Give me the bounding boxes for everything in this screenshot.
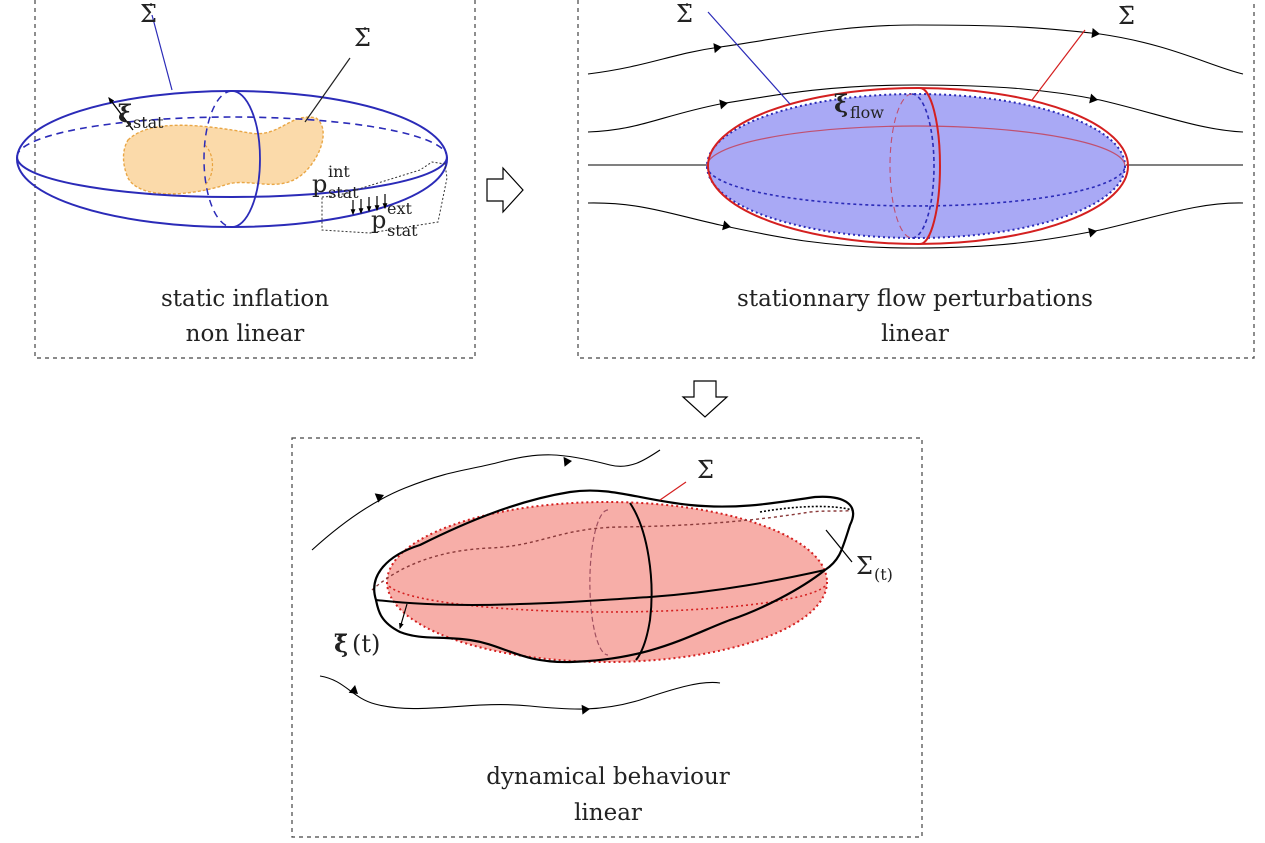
deformed-section (629, 502, 653, 661)
streamline (319, 675, 721, 710)
panel-frame (291, 437, 923, 838)
inner-section (204, 144, 214, 186)
p-ext-sub: stat (387, 221, 418, 240)
next-arrow-down (681, 380, 729, 418)
sigma-dot-label: Σ̇ (676, 0, 693, 28)
streamline (587, 84, 1244, 133)
deformed-section-back (889, 93, 913, 239)
sigma-t-leader (825, 529, 853, 563)
panel-frame (34, 0, 476, 359)
deformed-surface (706, 93, 1126, 239)
pressure-arrows (350, 194, 388, 216)
flow-arrowhead (1088, 227, 1097, 238)
sigma-bar-label: Σ̄ (1118, 2, 1135, 30)
deformed-back-equator (706, 125, 1126, 167)
panel-dynamic: Σ̄ Σ (t) ξ̄ (t) dynamical behaviour line… (291, 437, 923, 838)
sigma-bar-label: Σ̄ (697, 456, 714, 484)
streamline (587, 202, 1244, 249)
streamline (311, 449, 661, 551)
sigma-t-label: Σ (856, 552, 873, 580)
panel-flow: Σ̇ Σ̄ ξ flow stationnary flow perturbati… (577, 0, 1255, 359)
xi-flow-label: ξ (834, 89, 848, 118)
outer-section-back (203, 90, 233, 228)
p-int-base: p (312, 170, 327, 198)
sigma-outer-label: Σ̇ (140, 0, 157, 28)
xi-stat-arrow (108, 96, 134, 131)
flow-caption-line1: stationnary flow perturbations (737, 286, 1093, 312)
deformed-back-contour (371, 509, 853, 591)
p-ext-base: p (371, 206, 386, 234)
flow-arrowhead (719, 99, 728, 110)
p-ext-sup: ext (387, 199, 412, 218)
dynamic-caption-line1: dynamical behaviour (486, 764, 730, 790)
flow-arrowhead (722, 220, 731, 231)
flow-arrowhead (581, 704, 590, 715)
xi-stat-sub: stat (133, 113, 164, 132)
xi-t-label: ξ̄ (334, 629, 348, 658)
sigma-inner-leader (304, 57, 351, 123)
deformed-front-equator (706, 165, 1126, 207)
flow-arrowhead (374, 493, 384, 503)
xi-t-arg: (t) (352, 630, 380, 658)
reference-surface (707, 87, 1129, 245)
reference-section (919, 87, 941, 245)
xi-stat-label: ξ (118, 99, 132, 128)
xi-t-arrow (399, 603, 408, 630)
streamline (587, 24, 1244, 75)
deformed-back-top (759, 505, 853, 513)
sigma-outer-leader (151, 14, 173, 91)
flow-arrowhead (713, 43, 722, 54)
panel-static: Σ̇ Σ̇ ξ stat p int stat p ext stat stati… (16, 0, 476, 359)
sigma-bar-leader (659, 481, 687, 501)
sigma-inner-label: Σ̇ (354, 24, 371, 52)
sigma-bar-leader (1031, 29, 1086, 101)
dynamic-caption-line2: linear (574, 800, 642, 826)
flow-caption-line2: linear (881, 321, 949, 347)
flow-arrowhead (348, 685, 358, 694)
sigma-dot-leader (707, 11, 791, 105)
static-caption-line2: non linear (186, 321, 305, 347)
deformed-section-front (911, 93, 935, 239)
reference-equator (386, 581, 828, 613)
reference-section-back (589, 509, 609, 656)
inner-surface (122, 116, 324, 195)
deformed-equator (375, 569, 826, 606)
flow-arrowhead (1091, 28, 1100, 38)
flow-arrowhead (1089, 93, 1098, 104)
flow-arrowhead (563, 456, 572, 467)
outer-front-equator (16, 156, 448, 198)
sigma-t-sub: (t) (874, 565, 893, 584)
pressure-zoom-box (321, 161, 448, 234)
deformed-surface (373, 489, 855, 664)
p-int-sub: stat (328, 183, 359, 202)
p-int-sup: int (328, 162, 350, 181)
static-caption-line1: static inflation (161, 286, 329, 312)
next-arrow-right (486, 166, 524, 214)
outer-section-front (231, 90, 261, 228)
panel-frame (577, 0, 1255, 359)
xi-flow-sub: flow (850, 103, 884, 122)
